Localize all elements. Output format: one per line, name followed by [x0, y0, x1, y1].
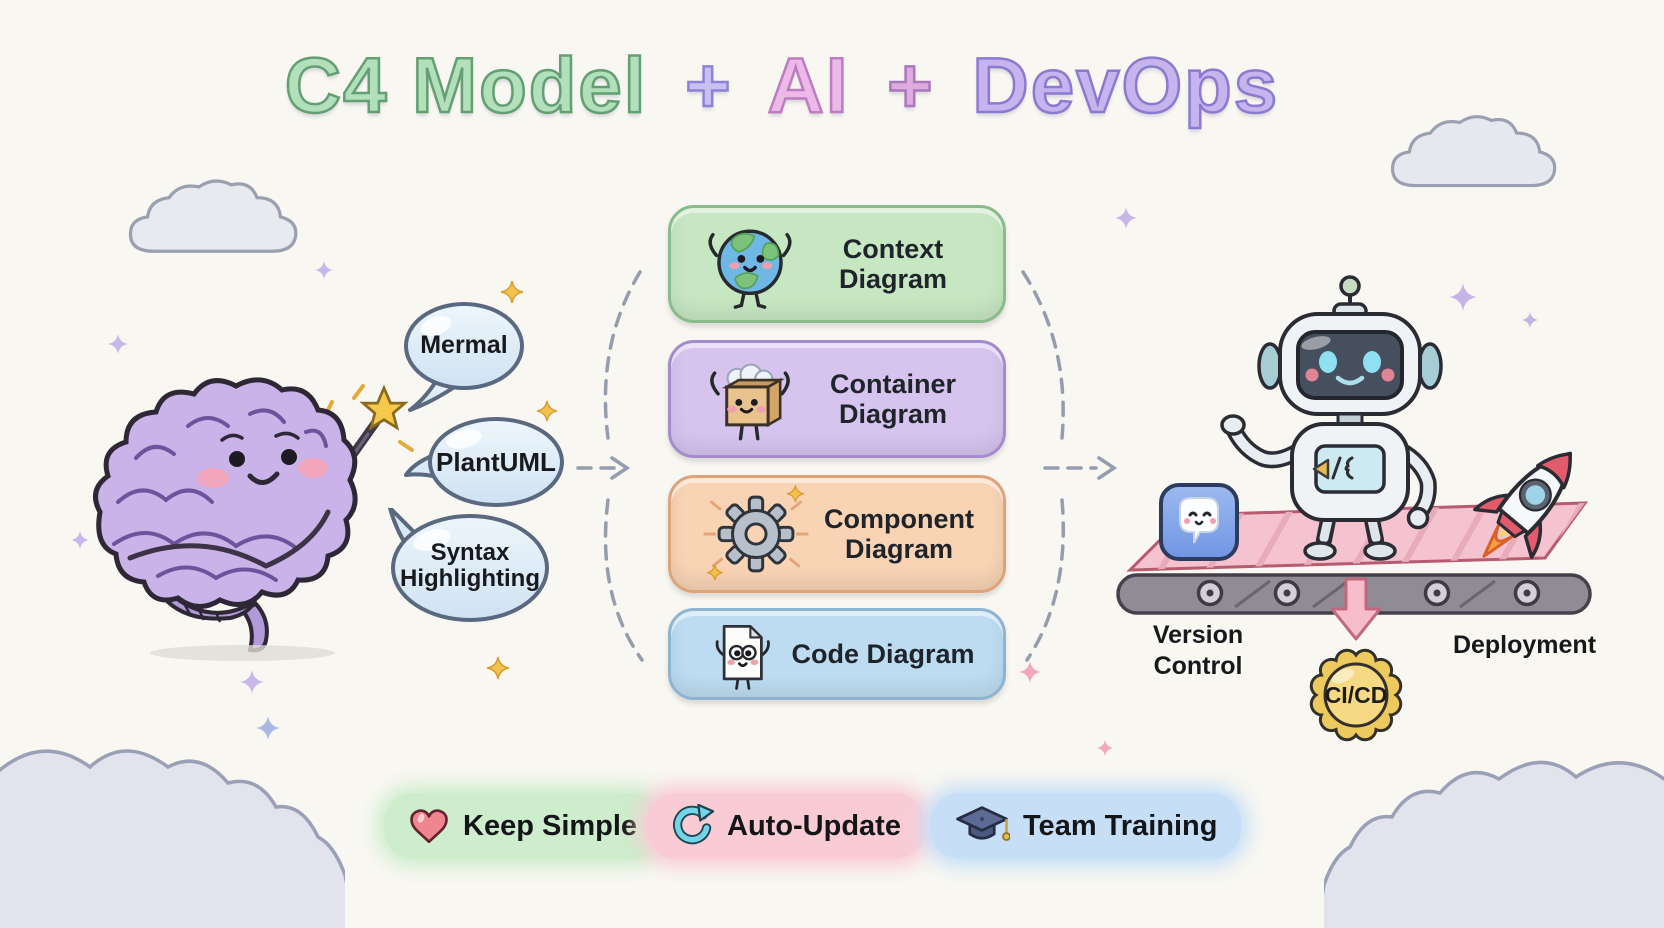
- legend-team-training: Team Training: [930, 793, 1242, 859]
- document-icon: [701, 614, 779, 694]
- speech-bubble-plantuml: [404, 417, 564, 507]
- sparkle-icon: [256, 716, 280, 740]
- component-diagram-box: Component Diagram: [668, 475, 1006, 593]
- arrow-belt-to-cicd: [1330, 577, 1382, 641]
- robot-mascot: [1220, 275, 1443, 561]
- gear-icon: [701, 482, 811, 586]
- brain-mascot: [93, 377, 414, 653]
- component-diagram-label: Component Diagram: [824, 503, 974, 564]
- package-box-icon: [701, 349, 799, 449]
- legend-auto-update: Auto-Update: [646, 793, 925, 859]
- version-control-label: Version Control: [1152, 621, 1244, 680]
- sparkle-icon: [1115, 207, 1137, 229]
- code-brace-glyph: [1344, 456, 1354, 480]
- title-plus-1: +: [684, 40, 733, 131]
- sparkle-icon: [107, 333, 129, 355]
- bubble-plantuml-label: PlantUML: [436, 447, 556, 477]
- cloud-bottom-right: [1324, 760, 1664, 928]
- sparkle-icon: [536, 400, 558, 422]
- cicd-badge-label: CI/CD: [1324, 681, 1388, 708]
- title-plus-2: +: [886, 40, 935, 131]
- legend-keep-simple-label: Keep Simple: [463, 809, 638, 842]
- rocket-icon: [1473, 451, 1573, 559]
- sparkle-icon: [486, 656, 510, 680]
- sparkle-icon: [1449, 283, 1477, 311]
- code-diagram-box: Code Diagram: [668, 608, 1006, 700]
- speech-bubble-mermaid: [404, 302, 524, 412]
- heart-icon: [410, 809, 448, 844]
- robot-hand: [1220, 414, 1246, 436]
- page-title: C4 Model + AI + DevOps: [182, 40, 1382, 131]
- sparkle-icon: [314, 260, 334, 280]
- legend-keep-simple: Keep Simple: [384, 793, 662, 859]
- refresh-icon: [673, 804, 714, 845]
- title-c4-model: C4 Model: [284, 40, 648, 131]
- sparkle-icon: [1521, 311, 1539, 329]
- code-diagram-label: Code Diagram: [791, 638, 975, 669]
- sparkle-icon: [707, 564, 723, 581]
- container-diagram-label: Container Diagram: [829, 368, 956, 429]
- sparkle-icon: [786, 485, 804, 503]
- brain-face: [197, 431, 328, 488]
- container-diagram-box: Container Diagram: [668, 340, 1006, 458]
- earth-icon: [701, 214, 799, 314]
- sparkle-icon: [70, 530, 90, 550]
- cloud-top-right: [1390, 115, 1557, 188]
- deployment-label: Deployment: [1452, 631, 1597, 659]
- robot-face-screen: [1296, 330, 1404, 400]
- sparkle-icon: [240, 670, 264, 694]
- legend-team-training-label: Team Training: [1023, 809, 1218, 842]
- cicd-badge: [1309, 648, 1403, 742]
- title-devops: DevOps: [971, 40, 1280, 131]
- sparkle-icon: [1096, 739, 1114, 757]
- cloud-bottom-left: [0, 749, 345, 928]
- wand-star-icon: [359, 384, 409, 431]
- context-diagram-box: Context Diagram: [668, 205, 1006, 323]
- speech-bubble-syntax: [388, 508, 549, 622]
- brain-shadow: [150, 645, 335, 661]
- bubble-mermaid-label: Mermal: [420, 331, 508, 359]
- title-ai: AI: [766, 40, 850, 131]
- context-diagram-label: Context Diagram: [838, 233, 948, 294]
- antenna-icon: [1339, 275, 1361, 297]
- cloud-top-left: [128, 179, 298, 253]
- chat-app-icon: [1159, 483, 1239, 561]
- sparkle-icon: [500, 280, 524, 304]
- bubble-syntax-label: Syntax Highlighting: [400, 539, 540, 592]
- legend-auto-update-label: Auto-Update: [727, 809, 901, 842]
- conveyor-belt: [1116, 501, 1592, 615]
- graduation-cap-icon: [956, 806, 1010, 841]
- code-triangle-glyph: [1312, 458, 1330, 480]
- sparkle-icon: [1019, 661, 1041, 683]
